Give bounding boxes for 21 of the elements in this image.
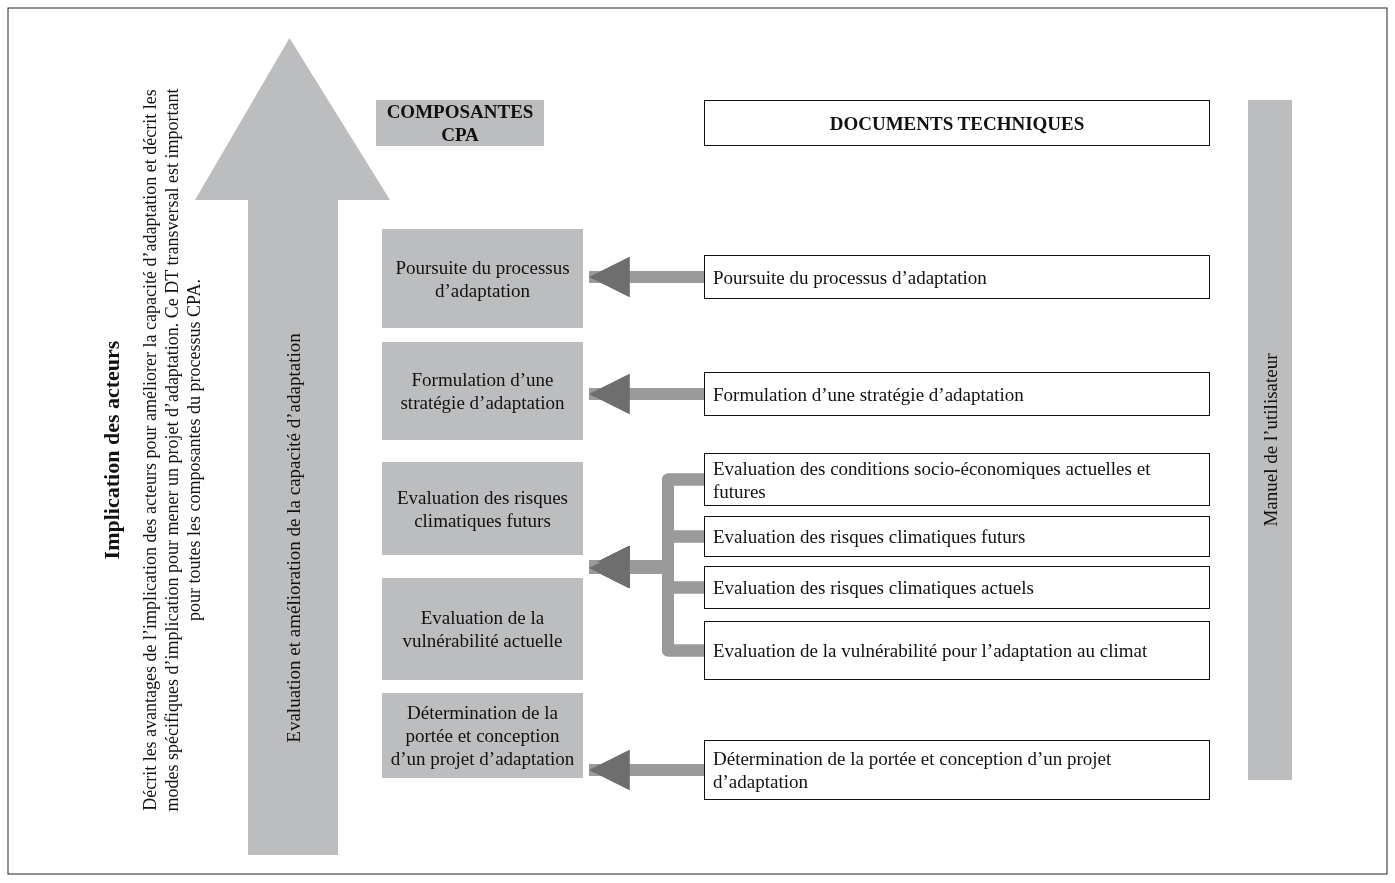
heading: Implication des acteurs: [98, 339, 125, 562]
description: Décrit les avantages de l’implication des acteurs pour améliorer la capacité d’adaptation et décrit les modes spécifiques d’implication pour mener un projet d’adaptation. Ce DT transversal est important pour toutes les composantes du processus CPA.: [139, 87, 205, 814]
document-box: Evaluation des conditions socio-économiques actuelles et futures: [704, 453, 1210, 506]
arrow: [589, 749, 704, 791]
document-box: Poursuite du processus d’adaptation: [704, 255, 1210, 299]
side-bar: Manuel de l’utilisateur: [1248, 100, 1292, 780]
component-box: Détermination de la portée et conception d’un projet d’adaptation: [382, 693, 583, 778]
component-box: Evaluation de la vulnérabilité actuelle: [382, 578, 583, 680]
component-box: Formulation d’une stratégie d’adaptation: [382, 342, 583, 440]
arrow: [589, 373, 704, 415]
column-header: COMPOSANTES CPA: [376, 100, 544, 146]
component-box: Evaluation des risques climatiques futurs: [382, 462, 583, 555]
component-box: Poursuite du processus d’adaptation: [382, 229, 583, 328]
document-box: Détermination de la portée et conception d’un projet d’adaptation: [704, 740, 1210, 800]
document-box: Evaluation des risques climatiques futurs: [704, 516, 1210, 557]
document-box: Formulation d’une stratégie d’adaptation: [704, 372, 1210, 416]
document-box: Evaluation des risques climatiques actuels: [704, 566, 1210, 609]
arrow: [589, 256, 704, 298]
column-header: DOCUMENTS TECHNIQUES: [704, 100, 1210, 146]
arrow-label: Evaluation et amélioration de la capacité d’adaptation: [281, 332, 305, 745]
document-box: Evaluation de la vulnérabilité pour l’adaptation au climat: [704, 621, 1210, 680]
